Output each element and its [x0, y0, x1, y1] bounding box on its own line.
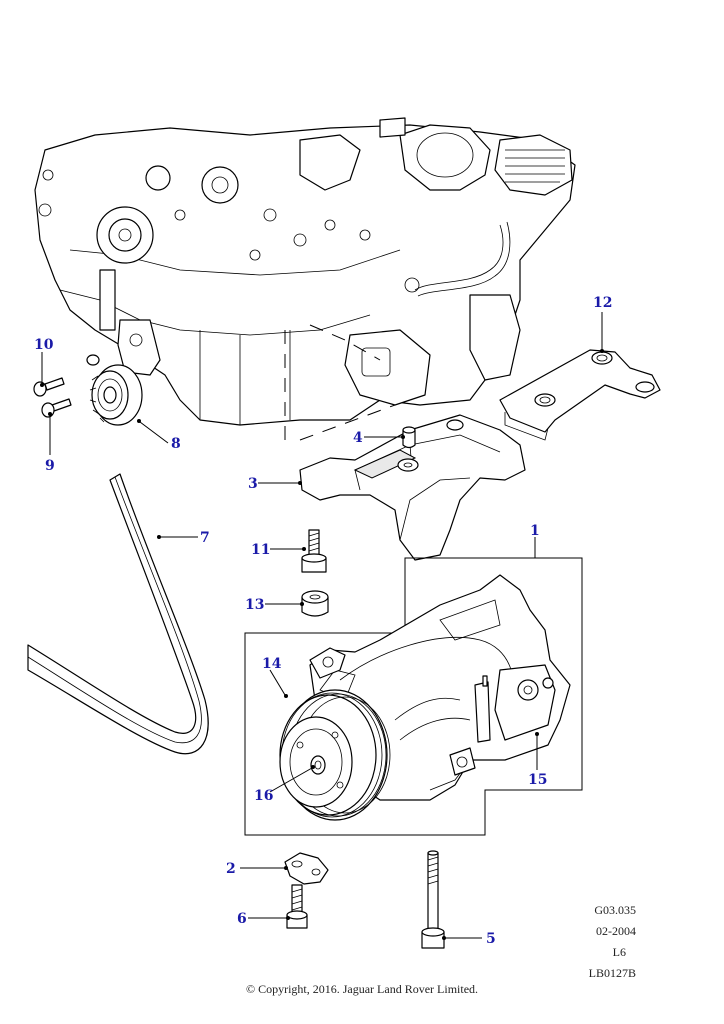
- part-2-washer-plate[interactable]: [284, 852, 329, 885]
- callout-6[interactable]: 6: [237, 911, 247, 927]
- callout-16[interactable]: 16: [254, 788, 273, 804]
- callout-3[interactable]: 3: [248, 476, 258, 492]
- callout-13[interactable]: 13: [245, 597, 264, 613]
- callout-11[interactable]: 11: [251, 542, 270, 558]
- drawing-number: LB0127B: [588, 966, 636, 980]
- copyright-notice: © Copyright, 2016. Jaguar Land Rover Lim…: [245, 982, 479, 996]
- callout-14[interactable]: 14: [262, 656, 282, 672]
- callout-5[interactable]: 5: [486, 931, 496, 947]
- callout-8[interactable]: 8: [171, 436, 181, 452]
- part-1-assembly-outline: [244, 557, 583, 836]
- part-4-dowel[interactable]: [402, 426, 416, 449]
- part-6-bolt[interactable]: [286, 884, 308, 929]
- part-12-bracket[interactable]: [499, 349, 661, 441]
- part-10-bolt[interactable]: [33, 377, 65, 397]
- part-8-idler-pulley[interactable]: [86, 354, 143, 426]
- callout-numbers: 1 2 3 4 5 6 7 8 9 10 11 12 13 14 15 16: [34, 295, 612, 947]
- leader-lines: [40, 312, 604, 940]
- callout-9[interactable]: 9: [45, 458, 55, 474]
- callout-15[interactable]: 15: [528, 772, 547, 788]
- callout-4[interactable]: 4: [353, 430, 363, 446]
- engine-block: [34, 117, 576, 426]
- callout-7[interactable]: 7: [200, 530, 210, 546]
- part-13-spacer[interactable]: [301, 590, 329, 617]
- callout-1[interactable]: 1: [530, 523, 540, 539]
- part-16-clutch-hub[interactable]: [279, 716, 353, 808]
- part-7-drive-belt[interactable]: [27, 473, 209, 755]
- reference-variant: L6: [612, 945, 626, 959]
- alignment-line: [299, 404, 396, 441]
- callout-2[interactable]: 2: [226, 861, 236, 877]
- part-3-support-bracket[interactable]: [299, 414, 526, 561]
- part-11-bolt[interactable]: [301, 529, 327, 573]
- reference-code: G03.035: [594, 903, 636, 917]
- part-5-long-bolt[interactable]: [421, 850, 445, 949]
- part-9-bolt[interactable]: [41, 398, 72, 418]
- reference-date: 02-2004: [596, 924, 636, 938]
- callout-10[interactable]: 10: [34, 337, 54, 353]
- callout-12[interactable]: 12: [593, 295, 612, 311]
- alignment-line: [309, 324, 381, 361]
